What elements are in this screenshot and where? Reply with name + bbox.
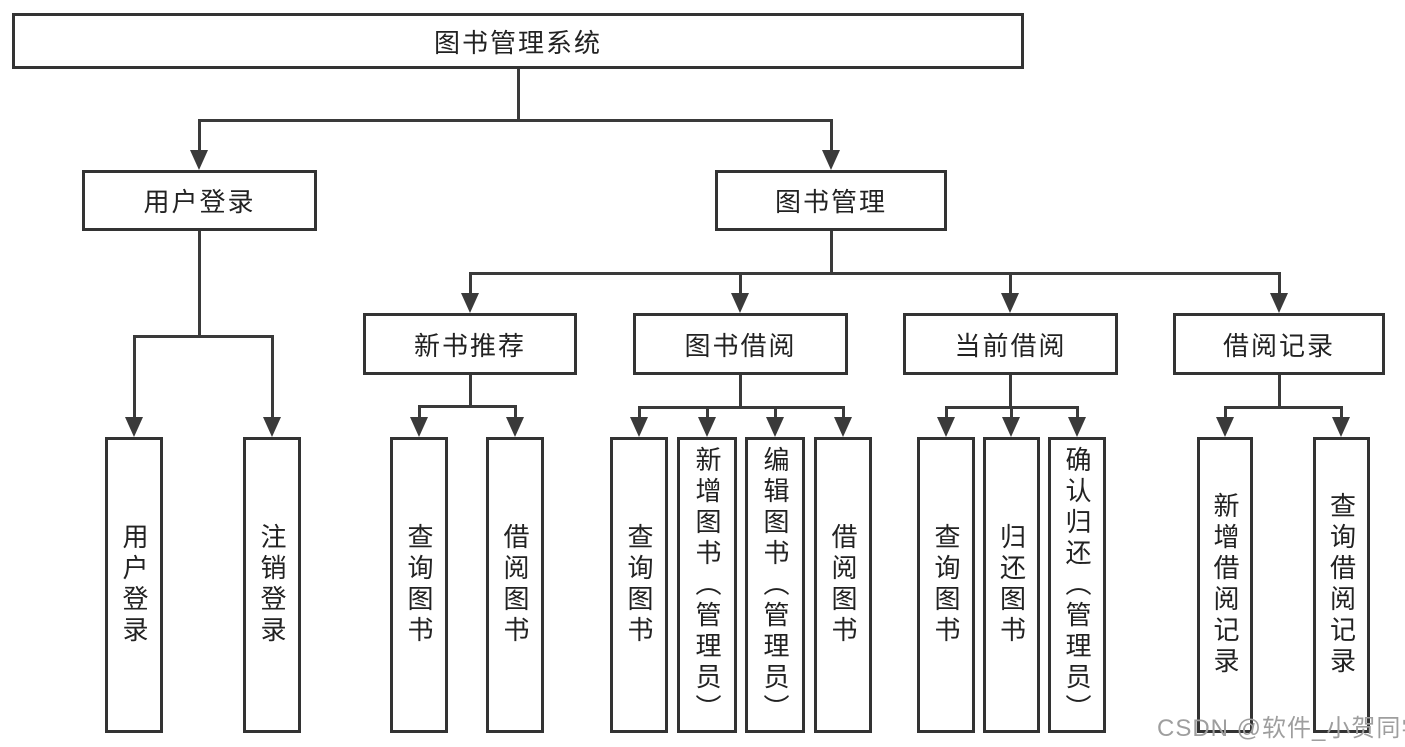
connector-vertical [830, 119, 833, 152]
arrow-down-icon [410, 417, 428, 437]
arrow-down-icon [506, 417, 524, 437]
connector-horizontal [469, 272, 1281, 275]
leaf-return-book: 归还图书 [983, 437, 1040, 733]
leaf-query-books-2: 查询图书 [610, 437, 668, 733]
arrow-down-icon [263, 417, 281, 437]
node-book-management: 图书管理 [715, 170, 947, 231]
connector-vertical [706, 406, 709, 419]
connector-vertical [469, 375, 472, 407]
leaf-query-borrow-record: 查询借阅记录 [1313, 437, 1370, 733]
connector-vertical [1278, 272, 1281, 295]
leaf-query-books-1: 查询图书 [390, 437, 448, 733]
connector-vertical [1076, 406, 1079, 419]
watermark-text: CSDN @软件_小贺同学 [1157, 715, 1405, 742]
arrow-down-icon [461, 293, 479, 313]
leaf-add-book-admin: 新增图书（管理员） [677, 437, 737, 733]
connector-vertical [1009, 272, 1012, 295]
connector-vertical [1009, 375, 1012, 408]
arrow-down-icon [630, 417, 648, 437]
arrow-down-icon [1001, 293, 1019, 313]
connector-horizontal [418, 405, 517, 408]
connector-vertical [514, 405, 517, 419]
arrow-down-icon [766, 417, 784, 437]
connector-vertical [638, 406, 641, 419]
leaf-confirm-return-admin: 确认归还（管理员） [1048, 437, 1106, 733]
connector-vertical [842, 406, 845, 419]
arrow-down-icon [731, 293, 749, 313]
connector-vertical [945, 406, 948, 419]
arrow-down-icon [1002, 417, 1020, 437]
leaf-logout: 注销登录 [243, 437, 301, 733]
connector-vertical [198, 231, 201, 336]
connector-vertical [1224, 406, 1227, 419]
node-borrow-records: 借阅记录 [1173, 313, 1385, 375]
connector-vertical [418, 405, 421, 419]
connector-vertical [739, 272, 742, 295]
leaf-edit-book-admin: 编辑图书（管理员） [745, 437, 805, 733]
node-current-borrow: 当前借阅 [903, 313, 1118, 375]
node-new-book-recommend: 新书推荐 [363, 313, 577, 375]
leaf-user-login: 用户登录 [105, 437, 163, 733]
leaf-add-borrow-record: 新增借阅记录 [1197, 437, 1253, 733]
arrow-down-icon [1068, 417, 1086, 437]
connector-vertical [198, 119, 201, 152]
connector-horizontal [638, 406, 845, 409]
arrow-down-icon [1216, 417, 1234, 437]
leaf-borrow-books-1: 借阅图书 [486, 437, 544, 733]
arrow-down-icon [834, 417, 852, 437]
arrow-down-icon [190, 150, 208, 170]
connector-vertical [1340, 406, 1343, 419]
node-user-login: 用户登录 [82, 170, 317, 231]
connector-vertical [1010, 406, 1013, 419]
connector-vertical [271, 335, 274, 419]
connector-vertical [517, 69, 520, 120]
arrow-down-icon [1332, 417, 1350, 437]
connector-horizontal [198, 119, 832, 122]
node-book-borrow: 图书借阅 [633, 313, 848, 375]
node-root: 图书管理系统 [12, 13, 1024, 69]
connector-vertical [133, 335, 136, 419]
arrow-down-icon [698, 417, 716, 437]
connector-vertical [830, 231, 833, 274]
arrow-down-icon [125, 417, 143, 437]
connector-vertical [774, 406, 777, 419]
connector-horizontal [1224, 406, 1343, 409]
connector-vertical [739, 375, 742, 408]
leaf-borrow-books-2: 借阅图书 [814, 437, 872, 733]
connector-horizontal [133, 335, 274, 338]
arrow-down-icon [1270, 293, 1288, 313]
leaf-query-books-3: 查询图书 [917, 437, 975, 733]
connector-vertical [469, 272, 472, 295]
connector-vertical [1278, 375, 1281, 408]
arrow-down-icon [822, 150, 840, 170]
arrow-down-icon [937, 417, 955, 437]
